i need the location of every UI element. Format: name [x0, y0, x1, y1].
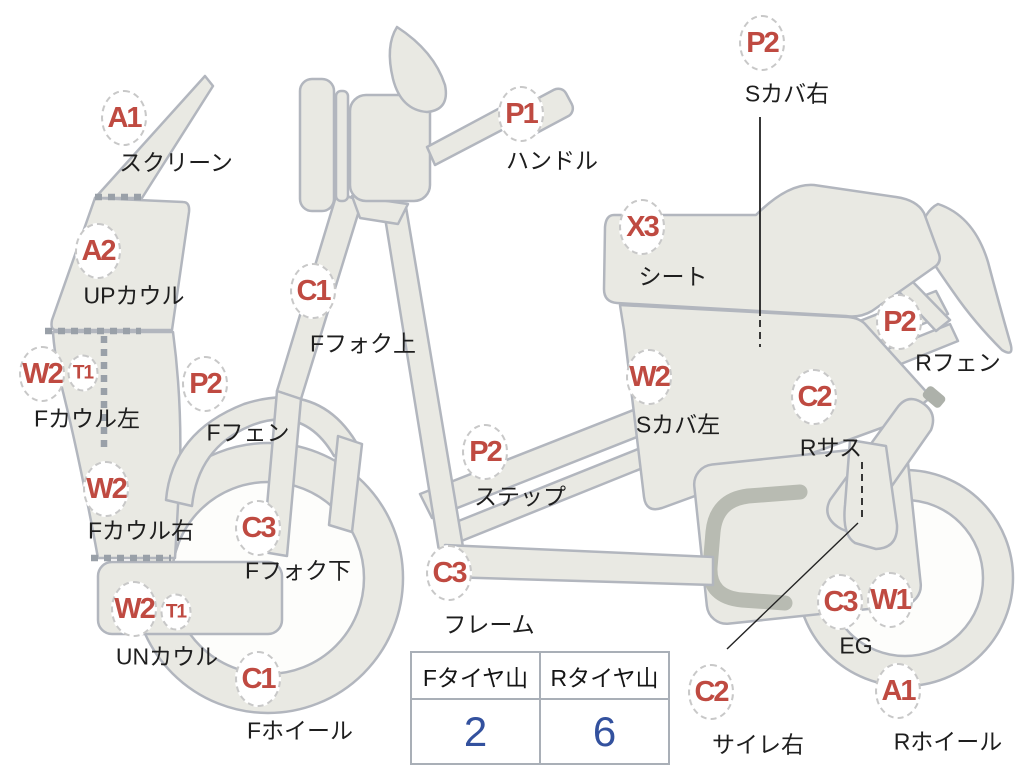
damage-code-badge: T1 — [160, 593, 192, 631]
damage-code-badge: W1 — [867, 572, 913, 628]
part-name-label: Fカウル左 — [33, 405, 141, 432]
damage-code-badge: P2 — [739, 15, 785, 71]
damage-code-badge: C2 — [791, 369, 837, 425]
damage-code-badge: W2 — [83, 461, 129, 517]
part-name-label: Fホイール — [246, 717, 354, 744]
damage-code-badge: P2 — [462, 424, 508, 480]
leader-lines — [726, 117, 863, 650]
damage-code-badge: X3 — [619, 199, 665, 255]
part-name-label: シート — [638, 263, 708, 290]
part-name-label: サイレ右 — [712, 731, 804, 758]
damage-code-badge: P2 — [182, 356, 228, 412]
part-name-label: ハンドル — [506, 147, 598, 174]
part-name-label: Rホイール — [893, 728, 1003, 755]
damage-code-badge: C1 — [235, 651, 281, 707]
damage-code-badge: A1 — [101, 90, 147, 146]
part-name-label: フレーム — [443, 611, 535, 638]
damage-code-badge: T1 — [67, 354, 99, 392]
frame-rail-shape — [443, 543, 715, 587]
tire-tread-table: Fタイヤ山 Rタイヤ山 2 6 — [410, 651, 670, 765]
damage-code-badge: A1 — [875, 663, 921, 719]
seat-shape — [602, 183, 941, 318]
part-name-label: Sカバ左 — [635, 411, 721, 438]
damage-code-badge: W2 — [111, 581, 157, 637]
part-name-label: EG — [839, 632, 873, 659]
damage-code-badge: C3 — [235, 500, 281, 556]
damage-code-badge: C2 — [688, 664, 734, 720]
part-name-label: スクリーン — [119, 149, 233, 176]
damage-code-badge: A2 — [75, 223, 121, 279]
part-name-label: Fフェン — [206, 419, 290, 446]
part-name-label: UNカウル — [115, 643, 219, 670]
mirror-shape — [388, 25, 448, 114]
engine-shape — [843, 438, 899, 551]
part-name-label: Fフォク下 — [244, 557, 352, 584]
front-tire-header: Fタイヤ山 — [410, 651, 541, 700]
fork-right-leg — [327, 434, 364, 534]
part-name-label: Fフォク上 — [309, 330, 417, 357]
part-name-label: UPカウル — [83, 282, 185, 309]
damage-code-badge: W2 — [19, 346, 65, 402]
cowl-seam-dotted-lines — [45, 193, 171, 562]
part-name-label: ステップ — [474, 483, 566, 510]
damage-code-badge: C3 — [426, 545, 472, 601]
front-tire-value: 2 — [410, 698, 541, 765]
part-name-label: Fカウル右 — [87, 517, 195, 544]
rear-tire-header: Rタイヤ山 — [539, 651, 670, 700]
damage-code-badge: C1 — [290, 263, 336, 319]
part-name-label: Rフェン — [915, 349, 1001, 376]
damage-code-badge: P2 — [876, 294, 922, 350]
rear-tire-value: 6 — [539, 698, 670, 765]
damage-code-badge: C3 — [817, 574, 863, 630]
damage-code-badge: P1 — [498, 86, 544, 142]
damage-code-badge: W2 — [626, 349, 672, 405]
part-name-label: Sカバ右 — [744, 80, 830, 107]
part-name-label: Rサス — [799, 434, 863, 461]
side-cover-shape — [618, 303, 933, 511]
